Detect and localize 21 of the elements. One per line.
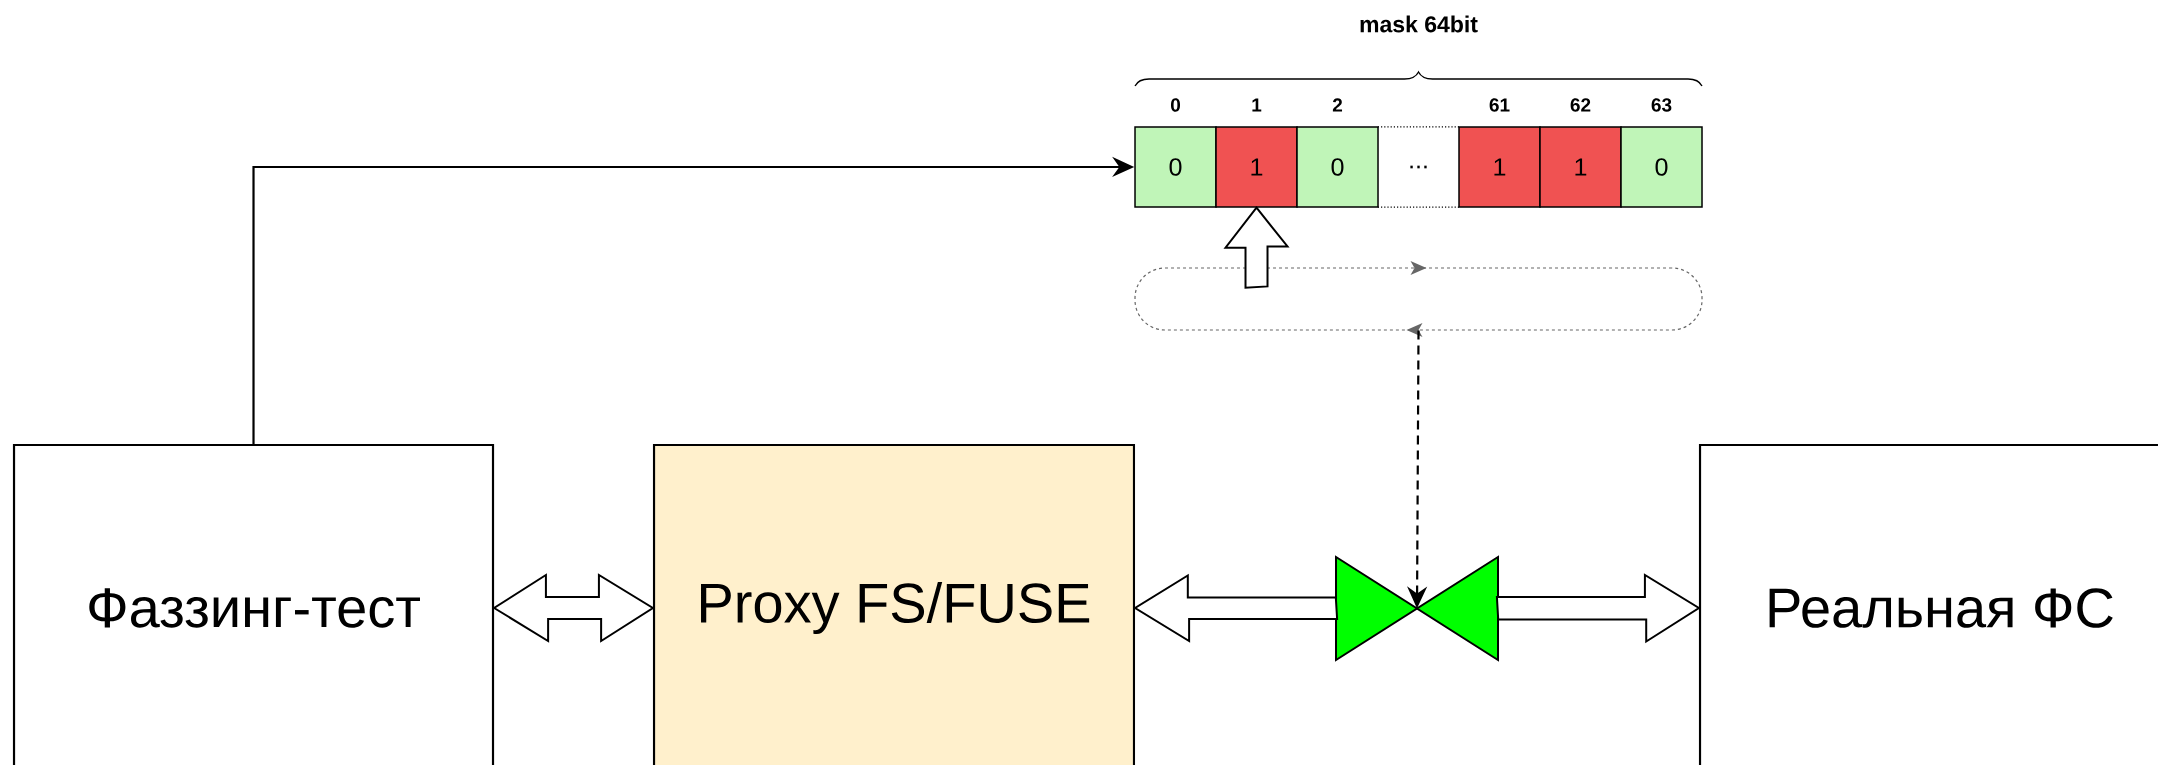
bit-cell: 0 [1296, 126, 1379, 208]
bit-index: 1 [1252, 98, 1262, 112]
process-box: Proxy FS/FUSE [652, 443, 1136, 765]
process-box: Реальная ФС [1698, 443, 2158, 765]
bit-index: 2 [1332, 98, 1343, 112]
bit-cell: 1 [1458, 126, 1541, 208]
block-arrow [1133, 573, 1339, 643]
process-box: Фаззинг-тест [12, 443, 495, 765]
loop-arrow [1134, 261, 1703, 337]
bit-cell: 1 [1539, 126, 1622, 208]
bit-cell: 0 [1620, 126, 1703, 208]
bit-index: 63 [1651, 98, 1672, 112]
block-arrow [1223, 206, 1290, 289]
bit-index: 62 [1570, 98, 1591, 112]
mask-label: mask 64bit [1360, 15, 1478, 33]
bit-index: 0 [1171, 98, 1180, 112]
bit-cell: 0 [1134, 126, 1217, 208]
bit-index: 61 [1489, 98, 1510, 112]
bit-cell: ... [1377, 126, 1460, 208]
bit-cell: 1 [1215, 126, 1298, 208]
block-arrow [1495, 573, 1701, 644]
